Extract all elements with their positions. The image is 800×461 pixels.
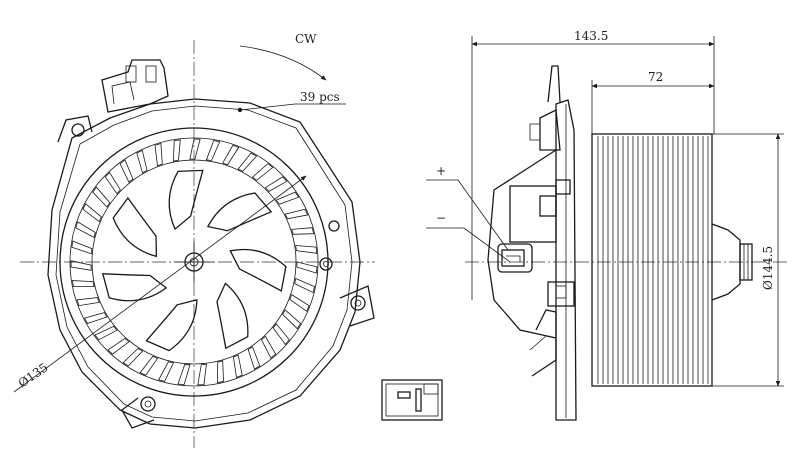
top-connector [101, 59, 169, 113]
mounting-lug-bottom [121, 396, 156, 429]
blade-slot [264, 176, 288, 192]
fan-outer-ring [59, 127, 329, 397]
overall-length-label: 143.5 [574, 29, 608, 43]
blade-slot [197, 363, 207, 386]
blade-slot [92, 186, 111, 208]
blade-slot [172, 139, 181, 162]
inner-vanes [101, 169, 287, 352]
inner-vane [101, 273, 168, 302]
mounting-plate [529, 65, 577, 421]
blade-slot [247, 346, 261, 370]
outer-housing-inner-outline [55, 105, 353, 422]
blade-slot [272, 323, 290, 346]
fan-diameter-leader [13, 175, 307, 393]
outer-housing-outline [47, 98, 361, 429]
mounting-lug-right [339, 285, 375, 327]
front-view: CW 39 pcs Ø135 [13, 32, 375, 448]
inner-vane [168, 169, 204, 231]
mounting-hole-right [319, 257, 333, 271]
blade-slot [296, 261, 318, 274]
fan-diameter-label: Ø135 [16, 360, 51, 390]
blade-slot [139, 355, 159, 376]
inner-vane [229, 248, 287, 292]
blade-slot [70, 260, 92, 271]
terminal-block [497, 243, 533, 273]
blade-slot [251, 163, 274, 181]
blade-count-leader [239, 103, 346, 111]
motor-shaft-end [711, 223, 753, 301]
blade-slot [261, 335, 277, 359]
blade-slot [94, 325, 118, 341]
inner-vane [206, 192, 273, 232]
terminal-positive-label: + [436, 164, 446, 178]
terminal-negative-label: − [436, 211, 446, 225]
blade-slot [122, 347, 144, 367]
blade-slot [291, 227, 315, 235]
blade-count-label: 39 pcs [300, 90, 340, 104]
blade-slot [71, 280, 95, 287]
blade-slot [289, 293, 310, 312]
blower-wheel-side [591, 133, 713, 387]
mounting-lug-left [57, 115, 93, 143]
blade-slot [136, 149, 148, 174]
terminal-negative-leader [426, 227, 511, 263]
terminal-positive-leader [426, 179, 509, 251]
blade-slot [104, 171, 121, 195]
blade-slot [119, 159, 134, 183]
blade-slot [237, 152, 258, 172]
fan-blade-inner-circle [91, 159, 297, 365]
blade-slot [75, 221, 96, 238]
blade-slot [294, 277, 315, 294]
blade-slot [222, 144, 240, 166]
blade-slot [284, 208, 309, 220]
side-view: + − 143.5 72 Ø144.5 [426, 29, 790, 421]
blade-slot [189, 138, 201, 160]
blade-slot [275, 191, 300, 205]
blade-slot [71, 240, 93, 255]
blade-slot [84, 312, 108, 324]
inner-vane [112, 196, 158, 258]
blade-slot [232, 354, 243, 378]
inner-vane [145, 299, 198, 352]
inner-vane [216, 282, 249, 350]
blade-slot [217, 360, 224, 384]
fan-blade-slots [70, 138, 318, 386]
housing-diameter-label: Ø144.5 [761, 246, 775, 290]
mounting-hole-top-right [328, 220, 340, 232]
motor-body [487, 149, 575, 377]
blade-slot [76, 297, 100, 307]
blade-slot [158, 361, 174, 382]
rotation-label: CW [295, 32, 317, 46]
connector-detail [381, 379, 443, 421]
rotation-arrow [239, 45, 327, 81]
blade-slot [177, 364, 191, 386]
fan-blade-outer-circle [69, 137, 319, 387]
blade-slot [295, 245, 318, 254]
side-bracket [547, 281, 575, 307]
blade-slot [205, 140, 221, 161]
blade-slot [82, 203, 102, 223]
wheel-length-label: 72 [648, 70, 663, 84]
blade-slot [107, 337, 130, 355]
blade-slot [282, 309, 302, 330]
blade-slot [154, 142, 163, 167]
